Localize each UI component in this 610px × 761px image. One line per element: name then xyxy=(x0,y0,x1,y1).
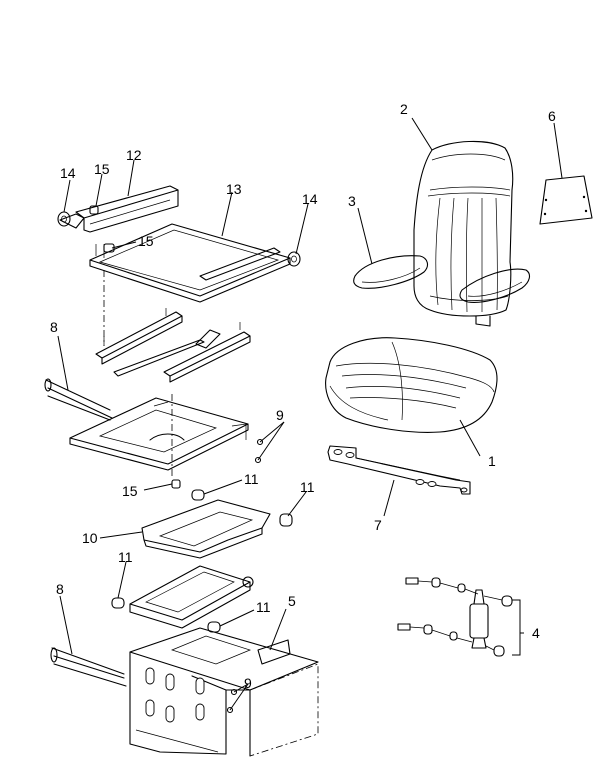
handle-rod-lower xyxy=(50,647,127,687)
back-panel xyxy=(539,175,593,225)
scissor-link-lower xyxy=(129,565,254,629)
callout-2: 2 xyxy=(400,101,408,117)
callout-14-right: 14 xyxy=(302,191,318,207)
callout-14-left: 14 xyxy=(60,165,76,181)
callout-9-upper: 9 xyxy=(276,407,284,423)
callout-9-lower: 9 xyxy=(244,675,252,691)
callout-10: 10 xyxy=(82,530,98,546)
callout-labels: 1 2 3 4 5 6 7 8 8 9 9 10 11 11 11 11 12 … xyxy=(50,101,556,691)
roller-3 xyxy=(111,597,125,609)
callout-12: 12 xyxy=(126,147,142,163)
armrest-left xyxy=(353,255,429,289)
seat-base xyxy=(129,627,319,757)
callout-15-lower: 15 xyxy=(122,483,138,499)
callout-11-c: 11 xyxy=(118,549,133,565)
pins-lower xyxy=(226,688,238,714)
seat-bracket xyxy=(327,445,471,495)
callout-11-d: 11 xyxy=(256,599,271,615)
callout-5: 5 xyxy=(288,593,296,609)
washer-right xyxy=(287,251,301,267)
pins-upper xyxy=(254,438,264,464)
scissor-link-upper xyxy=(141,499,271,559)
callout-15-upper: 15 xyxy=(94,161,110,177)
armrest-right xyxy=(459,268,531,303)
callout-7: 7 xyxy=(374,517,382,533)
callout-8-lower: 8 xyxy=(56,581,64,597)
slide-rail-upper xyxy=(59,185,179,233)
callout-15-middle: 15 xyxy=(138,233,154,249)
callout-1: 1 xyxy=(488,453,496,469)
callout-11-b: 11 xyxy=(300,479,315,495)
callout-6: 6 xyxy=(548,108,556,124)
callout-3: 3 xyxy=(348,193,356,209)
washer-left xyxy=(57,211,71,227)
seat-back xyxy=(413,140,514,327)
nut-lower xyxy=(171,479,181,489)
slide-rail-middle xyxy=(95,308,251,383)
roller-1 xyxy=(191,489,205,501)
callout-4: 4 xyxy=(532,625,540,641)
swivel-plate xyxy=(69,397,249,471)
callout-8-upper: 8 xyxy=(50,319,58,335)
callout-11-a: 11 xyxy=(244,471,259,487)
callout-13: 13 xyxy=(226,181,242,197)
seat-cushion xyxy=(325,337,498,433)
shock-absorber-kit xyxy=(397,577,521,657)
roller-2 xyxy=(279,513,293,527)
slide-frame-base xyxy=(89,223,291,303)
nut-upper xyxy=(89,205,99,215)
leader-lines xyxy=(57,117,563,711)
handle-rod-upper xyxy=(44,378,113,421)
